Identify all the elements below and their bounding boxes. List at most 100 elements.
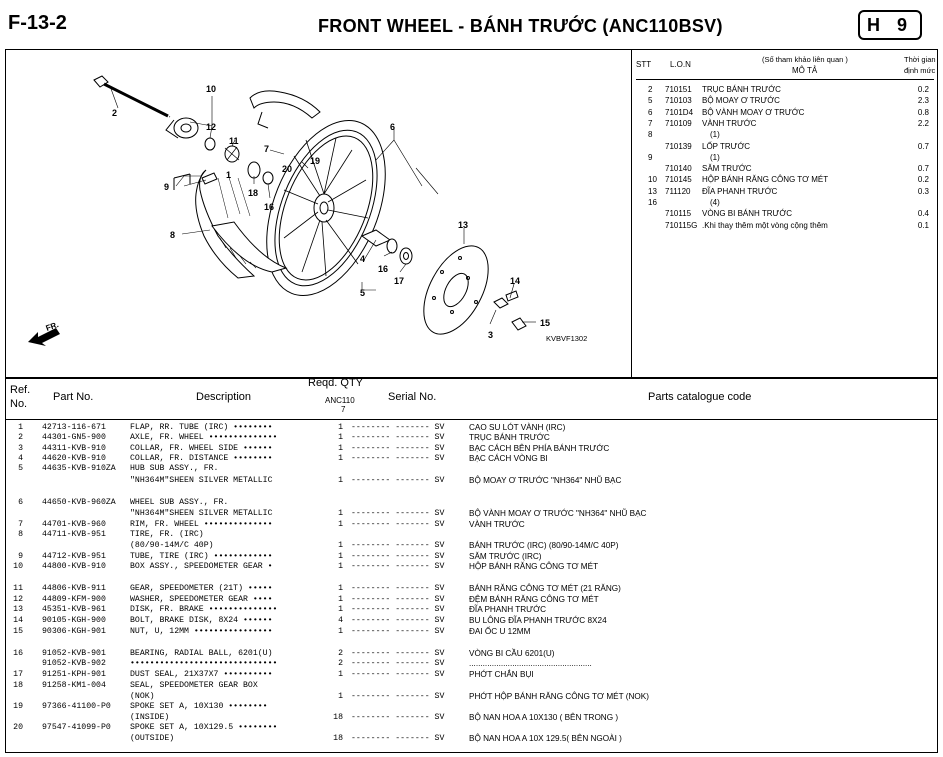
row-qty: 1 — [338, 584, 343, 593]
row-serial: -------- ------- SV — [351, 509, 445, 518]
row-catalogue-code: BÁNH TRƯỚC (IRC) (80/90-14M/C 40P) — [469, 541, 619, 550]
row-ref: 4 — [18, 454, 23, 463]
row-catalogue-code: PHỚT HỘP BÁNH RĂNG CÔNG TƠ MÉT (NOK) — [469, 692, 649, 701]
col-catalogue-code: Parts catalogue code — [648, 391, 752, 403]
ref-row-time: 0.7 — [917, 141, 929, 151]
row-serial: -------- ------- SV — [351, 520, 445, 529]
ref-row-desc: TRỤC BÁNH TRƯỚC — [702, 85, 781, 94]
ref-row-desc: BỘ VÀNH MOAY Ơ TRƯỚC — [702, 107, 805, 117]
row-serial: -------- ------- SV — [351, 433, 445, 442]
ref-row-time: 0.3 — [917, 186, 929, 196]
row-qty: 18 — [333, 713, 343, 722]
ref-row-desc: (4) — [710, 198, 720, 207]
row-qty: 4 — [338, 616, 343, 625]
row-description: TIRE, FR. (IRC) — [130, 530, 204, 539]
row-ref: 13 — [13, 605, 23, 614]
ref-row-lon: 710115 — [665, 209, 692, 219]
row-ref: 7 — [18, 520, 23, 529]
row-description: SPOKE SET A, 10X129.5 •••••••• — [130, 723, 278, 732]
row-description: FLAP, RR. TUBE (IRC) •••••••• — [130, 423, 273, 432]
callout-16a: 16 — [264, 202, 274, 212]
parts-table-frame — [5, 378, 938, 753]
section-code: F-13-2 — [8, 12, 67, 34]
row-ref: 15 — [13, 627, 23, 636]
brake-disc-drawing — [423, 245, 527, 335]
ref-row-time: 0.7 — [917, 164, 929, 174]
row-description: DUST SEAL, 21X37X7 •••••••••• — [130, 670, 273, 679]
row-description: (OUTSIDE) — [130, 734, 175, 743]
callout-3: 3 — [488, 330, 493, 340]
ref-row-lon: 710109 — [665, 118, 692, 128]
col-description: Description — [196, 391, 252, 403]
row-description: BOX ASSY., SPEEDOMETER GEAR • — [130, 562, 273, 571]
ref-row-time: 0.2 — [917, 175, 929, 185]
ref-header-rule — [636, 79, 934, 80]
col-model-sub: 7 — [341, 405, 346, 414]
col-part-no: Part No. — [53, 391, 94, 403]
row-description: DISK, FR. BRAKE •••••••••••••• — [130, 605, 278, 614]
ref-row-stt: 9 — [648, 152, 653, 162]
row-ref: 1 — [18, 423, 23, 432]
ref-row-lon: 710103 — [665, 96, 692, 106]
row-part-no: 44650-KVB-960ZA — [42, 498, 116, 507]
row-qty: 1 — [338, 605, 343, 614]
col-ref: Ref. — [10, 384, 31, 396]
ref-row-stt: 8 — [648, 130, 653, 140]
row-qty: 1 — [338, 509, 343, 518]
row-qty: 1 — [338, 670, 343, 679]
callout-18: 18 — [248, 188, 258, 198]
axle-drawing — [93, 75, 171, 118]
row-ref: 17 — [13, 670, 23, 679]
ref-row-desc: (1) — [710, 130, 720, 140]
row-description: •••••••••••••••••••••••••••••• — [130, 659, 278, 668]
row-part-no: 42713-116-671 — [42, 423, 106, 432]
row-ref: 18 — [13, 681, 23, 690]
callout-8: 8 — [170, 230, 175, 240]
row-qty: 1 — [338, 552, 343, 561]
panel-divider — [631, 49, 632, 378]
row-catalogue-code: BẠC CÁCH BÊN PHÍA BÁNH TRƯỚC — [469, 444, 610, 453]
row-description: COLLAR, FR. WHEEL SIDE •••••• — [130, 444, 273, 453]
row-part-no: 44809-KFM-900 — [42, 595, 106, 604]
row-catalogue-code: BỘ VÀNH MOAY Ơ TRƯỚC "NH364" NHŨ BẠC — [469, 509, 647, 518]
ref-row-lon: 710115G — [665, 220, 698, 230]
page-title: FRONT WHEEL - BÁNH TRƯỚC (ANC110BSV) — [318, 16, 723, 36]
row-ref: 6 — [18, 498, 23, 507]
row-ref: 19 — [13, 702, 23, 711]
callout-20: 20 — [282, 164, 292, 174]
row-serial: -------- ------- SV — [351, 616, 445, 625]
ref-row-stt: 7 — [648, 118, 653, 128]
row-serial: -------- ------- SV — [351, 670, 445, 679]
row-part-no: 44635-KVB-910ZA — [42, 464, 116, 473]
ref-row-lon: 710151 — [665, 85, 692, 94]
row-catalogue-code: VÀNH TRƯỚC — [469, 520, 525, 529]
ref-row-desc: ĐĨA PHANH TRƯỚC — [702, 186, 778, 196]
ref-row-lon: 710140 — [665, 164, 692, 174]
row-catalogue-code: ĐĨA PHANH TRƯỚC — [469, 605, 547, 614]
row-qty: 1 — [338, 562, 343, 571]
page-number-badge: H 9 — [858, 10, 922, 40]
row-description: BEARING, RADIAL BALL, 6201(U) — [130, 649, 273, 658]
ref-row-desc: VÒNG BI BÁNH TRƯỚC — [702, 209, 792, 219]
row-qty: 2 — [338, 649, 343, 658]
row-qty: 1 — [338, 520, 343, 529]
ref-row-desc: LỐP TRƯỚC — [702, 141, 751, 151]
callout-15: 15 — [540, 318, 550, 328]
ref-row-lon: 710145 — [665, 175, 692, 185]
row-catalogue-code: BẠC CÁCH VÒNG BI — [469, 454, 548, 463]
row-part-no: 91251-KPH-901 — [42, 670, 106, 679]
row-serial: -------- ------- SV — [351, 476, 445, 485]
row-ref: 14 — [13, 616, 23, 625]
row-catalogue-code: SĂM TRƯỚC (IRC) — [469, 552, 542, 561]
ref-row-desc: (1) — [710, 152, 720, 162]
row-ref: 9 — [18, 552, 23, 561]
row-catalogue-code: CAO SU LÓT VÀNH (IRC) — [469, 423, 566, 432]
row-serial: -------- ------- SV — [351, 595, 445, 604]
row-qty: 18 — [333, 734, 343, 743]
row-description: BOLT, BRAKE DISK, 8X24 •••••• — [130, 616, 273, 625]
callout-11: 11 — [229, 136, 239, 146]
callout-17: 17 — [394, 276, 404, 286]
ref-row-time: 0.2 — [917, 85, 929, 94]
row-description: AXLE, FR. WHEEL •••••••••••••• — [130, 433, 278, 442]
parts-header-rule — [5, 419, 938, 420]
